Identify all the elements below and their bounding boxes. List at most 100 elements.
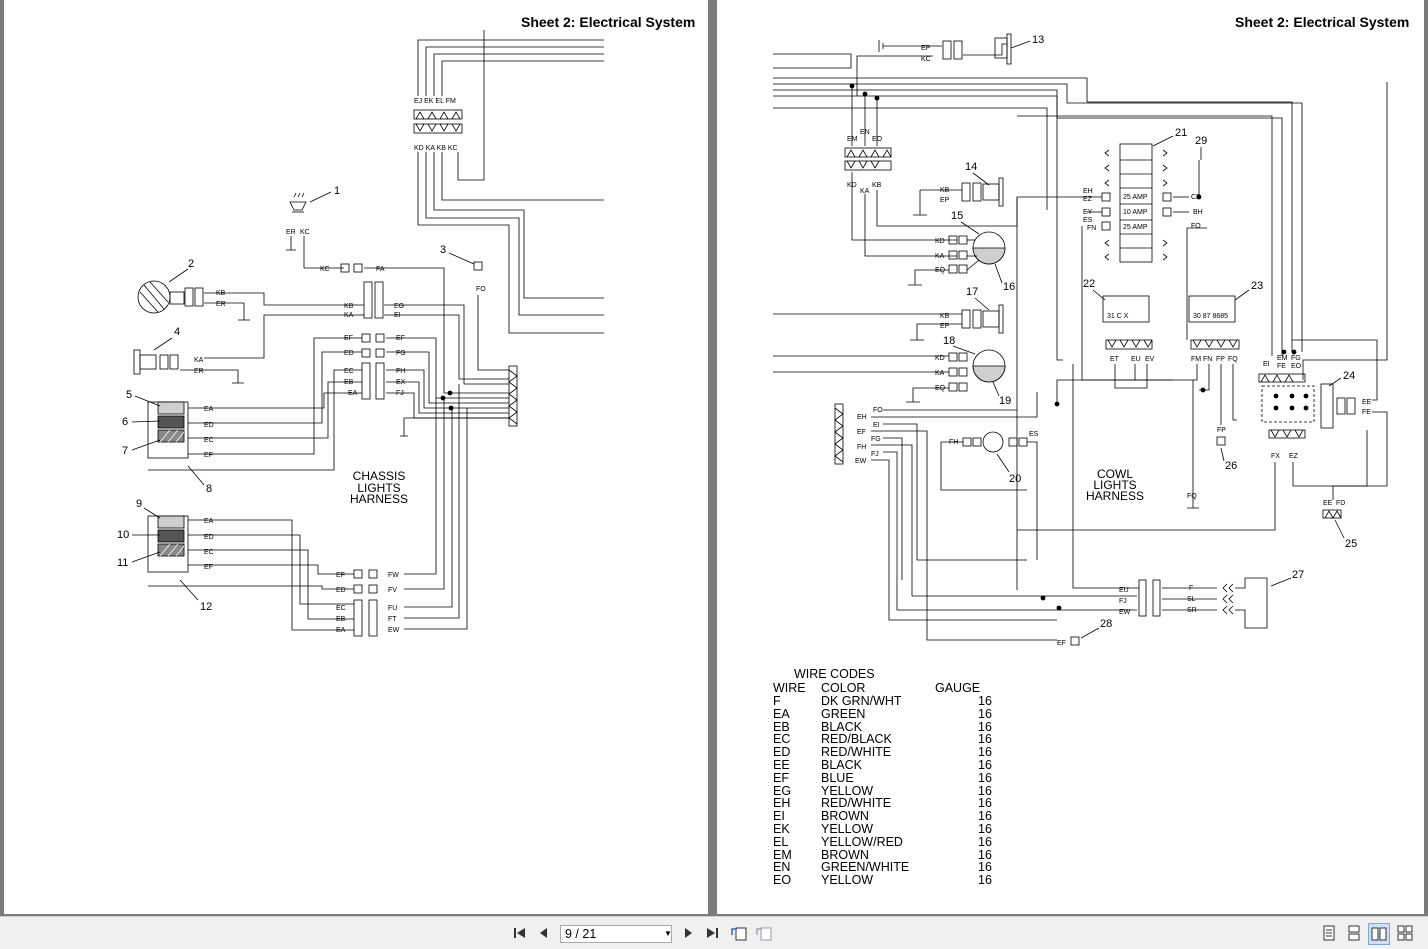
rotate-icon[interactable] (729, 923, 749, 943)
callout-6: 6 (122, 416, 128, 428)
callout-5: 5 (126, 389, 132, 401)
wire-code: EF (773, 770, 789, 785)
wire-gauge: 16 (978, 758, 992, 772)
fuse-cd: CD (1191, 194, 1201, 201)
wire-code: EC (773, 732, 791, 747)
header-gauge: GAUGE (935, 681, 981, 695)
item-27-lamp: EU FJ EW F SL SR (1040, 364, 1268, 629)
chevron-down-icon[interactable]: ▼ (664, 929, 672, 938)
wire-gauge: 16 (978, 732, 992, 747)
prev-page-icon[interactable] (534, 923, 554, 943)
wire-gauge: 16 (978, 809, 992, 824)
s1-ef: EF (344, 335, 353, 342)
splice-block-2: EF ED EC EB EA FW FV FU FT EW (336, 384, 468, 637)
item-20-horn: FH ES (940, 431, 1039, 560)
callout-13: 13 (1032, 34, 1044, 46)
wire-code: EL (773, 834, 789, 849)
i27-f: F (1189, 585, 1193, 592)
item-26: FP (1216, 427, 1226, 446)
lb-fg: FG (871, 436, 881, 443)
relay-22: 31 C X ET EU EV (1102, 295, 1155, 389)
lb-ef: EF (857, 429, 866, 436)
top-conn-lower-labels: KD KA KB KC (414, 145, 458, 152)
first-page-icon[interactable] (510, 923, 530, 943)
next-page-icon[interactable] (678, 923, 698, 943)
s2-ea: EA (336, 627, 346, 634)
callout-11: 11 (117, 557, 128, 569)
fuse-bh: BH (1193, 209, 1203, 216)
fq-ground: FQ (1187, 380, 1199, 509)
rotate-alt-icon[interactable] (754, 923, 774, 943)
lamp2-ef: EF (204, 564, 213, 571)
sheet-title-left: Sheet 2: Electrical System (521, 14, 696, 30)
two-page-continuous-icon[interactable] (1395, 923, 1415, 943)
i20-fh: FH (949, 439, 958, 446)
viewer-toolbar: 9 / 21 ▼ (0, 916, 1428, 949)
lamp2-ea: EA (204, 518, 214, 525)
wire-code: EE (773, 758, 790, 772)
callout-25: 25 (1345, 538, 1357, 550)
i13-ep: EP (921, 45, 931, 52)
wire-codes-title: WIRE CODES (794, 667, 875, 681)
i25-ee: EE (1323, 500, 1333, 507)
continuous-icon[interactable] (1344, 923, 1364, 943)
top-conn-upper-labels: EJ EK EL FM (414, 98, 456, 105)
fuse-fn: FN (1087, 225, 1096, 232)
item4-er-label: ER (194, 368, 204, 375)
lamp-group-1: EA ED EC EF (147, 337, 362, 471)
callout-16: 16 (1003, 281, 1015, 293)
s1-fg: FG (396, 350, 406, 357)
wire-code: EB (773, 719, 790, 734)
top-bundle (773, 53, 1303, 361)
lb-fj: FJ (871, 451, 879, 458)
s1-ex: EX (396, 379, 406, 386)
lamp1-ef: EF (204, 452, 213, 459)
wire-code: EO (773, 873, 792, 888)
i20-es: ES (1029, 431, 1039, 438)
wire-color: GREEN (821, 706, 866, 721)
wire-code: EI (773, 809, 785, 824)
sw-ez: EZ (1289, 453, 1299, 460)
i25-fd: FD (1336, 500, 1345, 507)
s2-fu: FU (388, 605, 397, 612)
lb-fo: FO (873, 407, 883, 414)
wire-color: RED/WHITE (821, 796, 892, 811)
header-wire: WIRE (773, 681, 806, 695)
r22-et: ET (1110, 356, 1120, 363)
top-connector: EJ EK EL FM KD KA KB KC (413, 98, 604, 334)
s1-ea: EA (348, 390, 358, 397)
s2-fv: FV (388, 587, 397, 594)
page-number-input[interactable]: 9 / 21 (560, 925, 672, 943)
cowl-lights-label: LIGHTS (1093, 478, 1136, 492)
wire-gauge: 16 (978, 706, 992, 721)
wire-color: YELLOW (821, 783, 874, 798)
mid-ei-label: EI (394, 312, 401, 319)
i18-eq: EQ (935, 385, 946, 392)
lamp1-ed: ED (204, 422, 214, 429)
horn-item-1: ER KC KC FA (286, 192, 509, 394)
s2-ew: EW (388, 627, 400, 634)
fuse-ez: EZ (1083, 196, 1093, 203)
r22-eu: EU (1131, 356, 1141, 363)
r23-fm: FM (1191, 356, 1201, 363)
fq-label: FQ (1187, 493, 1197, 500)
s2-ft: FT (388, 616, 397, 623)
lb-eh: EH (857, 414, 867, 421)
i27-sr: SR (1187, 607, 1197, 614)
wire-code: EN (773, 860, 791, 875)
mid-connector: KB KA EG EI (204, 281, 509, 385)
i27-ew: EW (1119, 609, 1131, 616)
single-page-icon[interactable] (1319, 923, 1339, 943)
fuse-block-21: 25 AMP 10 AMP 25 AMP EH EZ EY ES FN CD B… (1016, 143, 1207, 590)
i15-eq: EQ (935, 267, 946, 274)
two-page-icon[interactable] (1368, 923, 1390, 945)
switch-24: EI EM FG FE EO FX EZ EE FE (1017, 82, 1388, 531)
i15-kd: KD (935, 238, 945, 245)
last-page-icon[interactable] (702, 923, 722, 943)
i28-ef: EF (1057, 640, 1066, 647)
s2-ed: ED (336, 587, 346, 594)
lamp2-ed: ED (204, 534, 214, 541)
callout-19: 19 (999, 395, 1011, 407)
callout-12: 12 (200, 601, 212, 613)
wire-color: BLACK (821, 719, 862, 734)
